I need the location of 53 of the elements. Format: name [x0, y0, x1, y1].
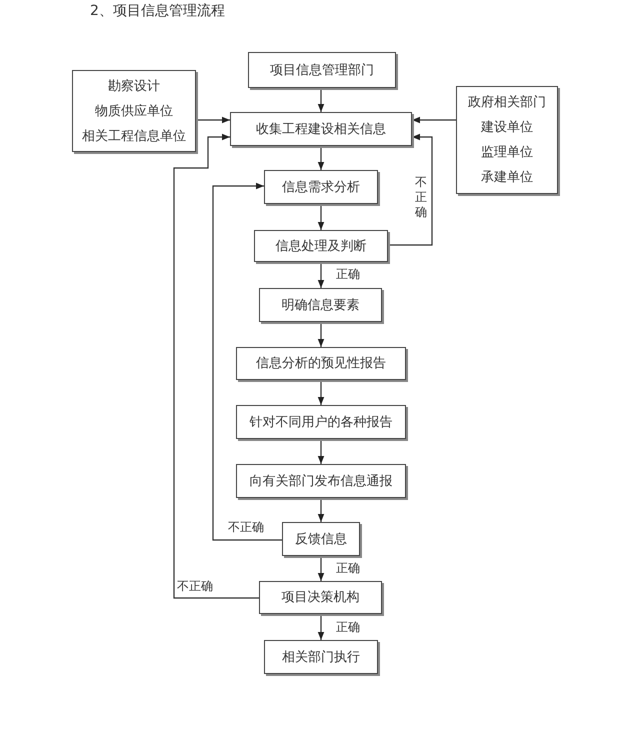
edge-label: 正确 — [336, 267, 360, 281]
arrow — [318, 380, 324, 405]
process-box — [456, 86, 558, 194]
box-text: 明确信息要素 — [282, 296, 360, 314]
arrow — [318, 322, 324, 347]
box-text: 相关部门执行 — [282, 648, 360, 666]
box-text: 向有关部门发布信息通报 — [250, 472, 392, 490]
process-box — [230, 112, 412, 146]
process-box — [236, 405, 406, 439]
box-text: 信息处理及判断 — [276, 238, 366, 256]
box-text: 建设单位 — [481, 119, 533, 137]
box-text: 监理单位 — [481, 144, 533, 162]
edge-label: 正确 — [336, 561, 360, 575]
box-text: 承建单位 — [481, 169, 533, 187]
edge-label: 不正确 — [177, 579, 213, 593]
box-text: 针对不同用户的各种报告 — [250, 414, 392, 432]
process-box — [259, 581, 382, 614]
box-text: 物质供应单位 — [95, 102, 173, 120]
edge-label: 不正确 — [415, 175, 427, 220]
box-text: 反馈信息 — [295, 530, 347, 548]
arrow — [388, 134, 433, 246]
edge-label: 正确 — [336, 620, 360, 634]
arrow — [212, 182, 282, 541]
box-text: 项目决策机构 — [282, 589, 360, 607]
box-text: 信息分析的预见性报告 — [256, 355, 386, 373]
arrow — [318, 498, 324, 522]
process-box — [264, 640, 378, 674]
arrow — [196, 116, 230, 124]
arrow — [173, 134, 259, 599]
process-box — [236, 464, 406, 498]
process-box — [282, 522, 360, 556]
process-box — [248, 52, 396, 88]
process-box — [254, 230, 388, 262]
arrow — [318, 204, 324, 230]
box-text: 项目信息管理部门 — [270, 62, 374, 80]
box-text: 政府相关部门 — [468, 94, 546, 112]
arrow — [318, 614, 324, 640]
process-box — [72, 70, 196, 152]
box-text: 相关工程信息单位 — [82, 128, 186, 146]
arrow — [318, 556, 324, 581]
box-text: 信息需求分析 — [282, 178, 360, 196]
edge-label: 不正确 — [228, 520, 264, 534]
process-box — [264, 170, 378, 204]
arrow — [318, 439, 324, 464]
arrow — [318, 88, 324, 112]
box-text: 勘察设计 — [108, 78, 160, 96]
arrow — [318, 262, 324, 288]
process-box — [259, 288, 382, 322]
arrow — [318, 146, 324, 170]
arrow — [412, 116, 456, 124]
box-text: 收集工程建设相关信息 — [256, 120, 386, 138]
title: 2、项目信息管理流程 — [90, 2, 225, 20]
process-box — [236, 347, 406, 380]
